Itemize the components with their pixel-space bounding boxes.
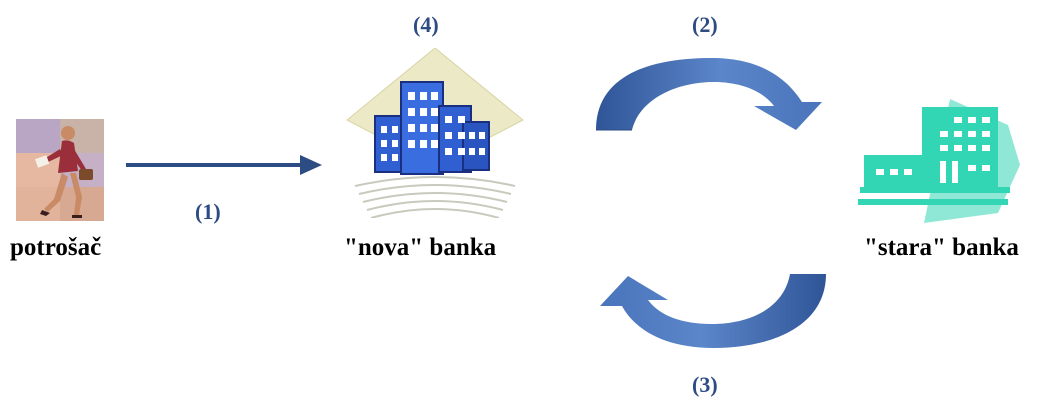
new-bank-label: "nova" banka (344, 234, 497, 261)
hospital-building-icon (858, 99, 1020, 223)
new-bank-picture (345, 48, 525, 218)
old-bank-picture (858, 95, 1024, 225)
arrow-request-to-old-bank (596, 58, 822, 131)
old-bank-label: "stara" banka (864, 234, 1019, 261)
step-2-label: (2) (692, 12, 718, 37)
arrow-consumer-to-new-bank (126, 155, 322, 175)
person-walking-icon (16, 119, 104, 221)
step-3-label: (3) (692, 372, 718, 397)
office-buildings-icon (346, 48, 524, 218)
arrow-response-to-new-bank (600, 274, 826, 348)
step-4-label: (4) (413, 12, 439, 37)
step-1-label: (1) (195, 199, 221, 224)
consumer-picture (16, 119, 104, 221)
consumer-label: potrošač (10, 234, 102, 261)
